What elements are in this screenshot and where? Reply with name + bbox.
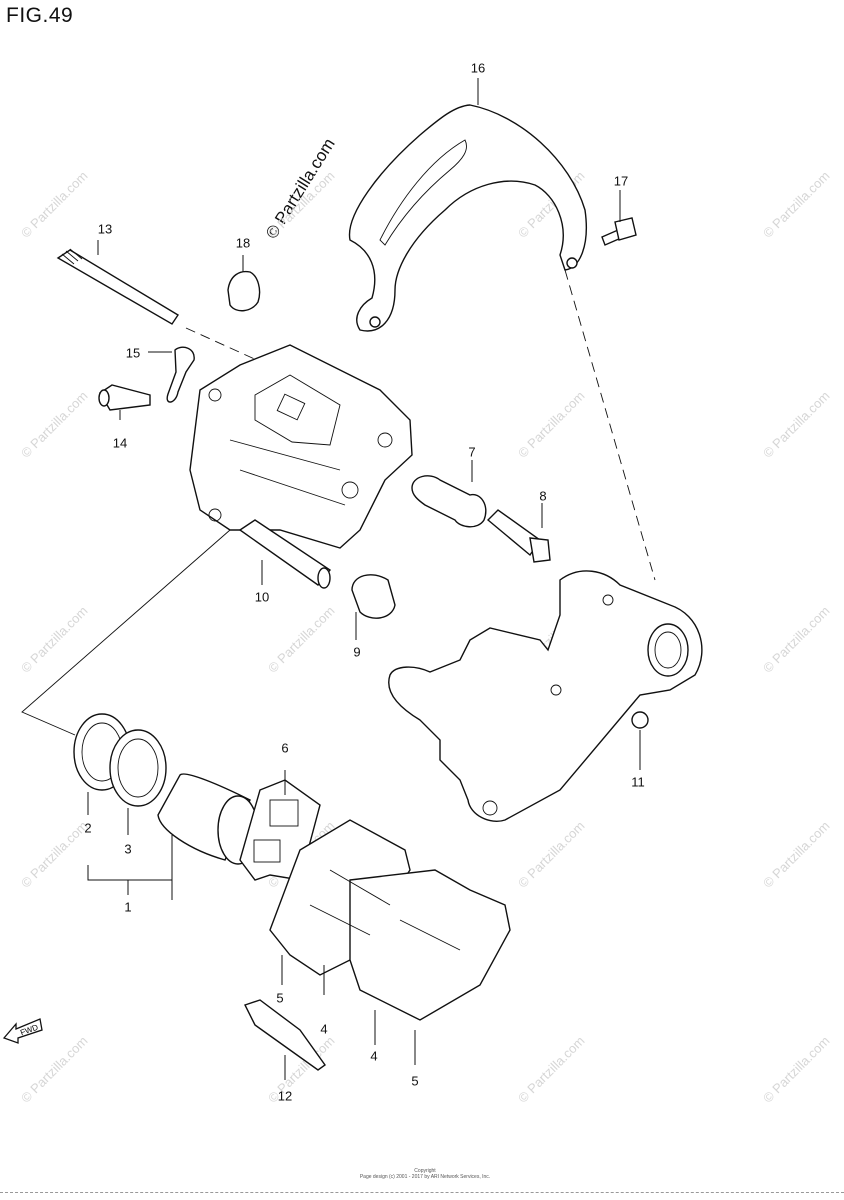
- leader-line: [564, 269, 656, 581]
- bolt-part: [601, 217, 637, 246]
- callout-17: 17: [613, 173, 629, 189]
- pin-part: [238, 519, 332, 589]
- callout-5: 5: [276, 990, 284, 1006]
- callout-10: 10: [254, 589, 270, 605]
- piston-part: [157, 773, 259, 865]
- callout-6: 6: [281, 740, 289, 756]
- fwd-label: FWD: [19, 1023, 39, 1038]
- pin-part: [486, 509, 551, 563]
- callout-2: 2: [84, 820, 92, 836]
- pin-part: [56, 248, 179, 325]
- page-divider: [0, 1192, 844, 1193]
- callout-11: 11: [631, 774, 645, 790]
- caliper-guard-part: [348, 104, 587, 332]
- callout-15: 15: [125, 345, 141, 361]
- boot-part: [351, 574, 396, 619]
- clip-part: [166, 346, 195, 403]
- callout-8: 8: [539, 488, 547, 504]
- callout-12: 12: [277, 1088, 293, 1104]
- leader-line: [185, 327, 291, 376]
- footer-line2: Page design (c) 2001 - 2017 by ARI Netwo…: [359, 1174, 491, 1180]
- forward-arrow-icon: FWD: [2, 1016, 44, 1051]
- callout-7: 7: [468, 444, 476, 460]
- boot-part: [411, 475, 487, 528]
- bleeder-part: [98, 384, 151, 411]
- caliper-body-part: [189, 344, 413, 549]
- shim-part: [244, 999, 326, 1071]
- footer: Copyright Page design (c) 2001 - 2017 by…: [350, 1168, 500, 1180]
- callout-14: 14: [112, 435, 128, 451]
- figure-title: FIG.49: [6, 4, 74, 27]
- callout-18: 18: [235, 235, 251, 251]
- callout-5: 5: [411, 1073, 419, 1089]
- callout-4: 4: [370, 1048, 378, 1064]
- callout-9: 9: [353, 644, 361, 660]
- caliper-bracket-part: [388, 570, 703, 822]
- cap-part: [227, 270, 261, 312]
- callout-4: 4: [320, 1021, 328, 1037]
- callout-3: 3: [124, 841, 132, 857]
- brake-pad-part: [269, 819, 511, 1021]
- leader-line: [21, 529, 231, 736]
- seal-ring-part: [109, 729, 167, 807]
- callout-1: 1: [124, 899, 132, 915]
- callout-13: 13: [97, 221, 113, 237]
- callout-16: 16: [470, 60, 486, 76]
- footer-line1: Copyright: [414, 1168, 436, 1174]
